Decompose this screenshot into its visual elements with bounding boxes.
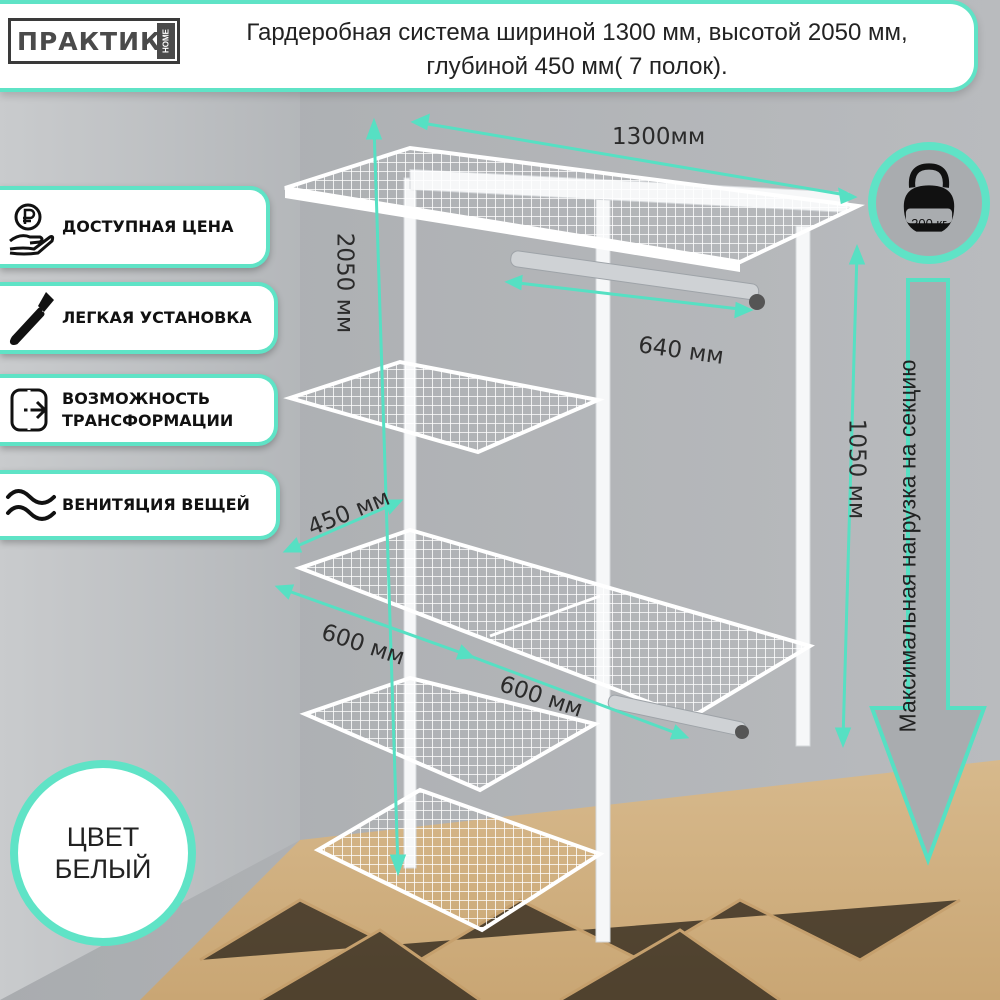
dimension-height-total: 2050 мм xyxy=(331,232,358,334)
price-hand-icon xyxy=(9,203,55,256)
shelf-2 xyxy=(283,359,605,455)
air-flow-icon xyxy=(6,489,56,521)
kettlebell-icon xyxy=(903,163,955,232)
feature-affordable-price: ДОСТУПНАЯ ЦЕНА xyxy=(0,186,270,268)
color-badge-line-1: ЦВЕТ xyxy=(66,822,140,852)
feature-easy-install: ЛЕГКАЯ УСТАНОВКА xyxy=(0,282,278,354)
top-hanging-rod xyxy=(510,250,765,310)
feature-label: ВЕНИТЯЦИЯ ВЕЩЕЙ xyxy=(62,495,250,514)
feature-transformation: ВОЗМОЖНОСТЬ ТРАНСФОРМАЦИИ xyxy=(0,374,278,446)
page-title: Гардеробная система шириной 1300 мм, выс… xyxy=(184,16,970,84)
header-banner: ПРАКТИК HOME Гардеробная система шириной… xyxy=(0,0,978,92)
transform-icon xyxy=(10,388,48,432)
title-line-1: Гардеробная система шириной 1300 мм, выс… xyxy=(246,19,908,46)
color-badge-line-2: БЕЛЫЙ xyxy=(54,854,152,884)
title-line-2: глубиной 450 мм( 7 полок). xyxy=(426,53,728,80)
dimension-side-height: 1050 мм xyxy=(843,418,870,520)
shelf-5 xyxy=(313,787,605,933)
feature-label-line-1: ВОЗМОЖНОСТЬ xyxy=(62,389,211,408)
feature-label: ВОЗМОЖНОСТЬ ТРАНСФОРМАЦИИ xyxy=(62,388,233,432)
dimension-arrows xyxy=(274,113,866,877)
floor-pattern xyxy=(199,898,961,1000)
dimension-width-top: 1300мм xyxy=(612,124,706,150)
screwdriver-icon xyxy=(9,292,54,345)
load-arrow xyxy=(869,278,987,866)
color-badge: ЦВЕТ БЕЛЫЙ xyxy=(10,760,196,946)
shelf-3 xyxy=(294,527,815,721)
max-load-label: Максимальная нагрузка на секцию xyxy=(894,359,921,733)
logo-wordmark: ПРАКТИК xyxy=(17,26,162,56)
brand-logo: ПРАКТИК HOME xyxy=(8,18,180,64)
feature-label-line-2: ТРАНСФОРМАЦИИ xyxy=(62,411,234,430)
lower-hanging-rod xyxy=(607,694,749,739)
weight-value: 200 кг xyxy=(911,216,947,231)
shelf-4 xyxy=(299,675,601,793)
feature-ventilation: ВЕНИТЯЦИЯ ВЕЩЕЙ xyxy=(0,470,280,540)
feature-label: ЛЕГКАЯ УСТАНОВКА xyxy=(62,308,252,327)
weight-badge: 200 кг xyxy=(868,142,990,264)
shelf-top xyxy=(284,145,866,272)
logo-home-tag: HOME xyxy=(157,23,175,59)
feature-label: ДОСТУПНАЯ ЦЕНА xyxy=(62,217,234,236)
